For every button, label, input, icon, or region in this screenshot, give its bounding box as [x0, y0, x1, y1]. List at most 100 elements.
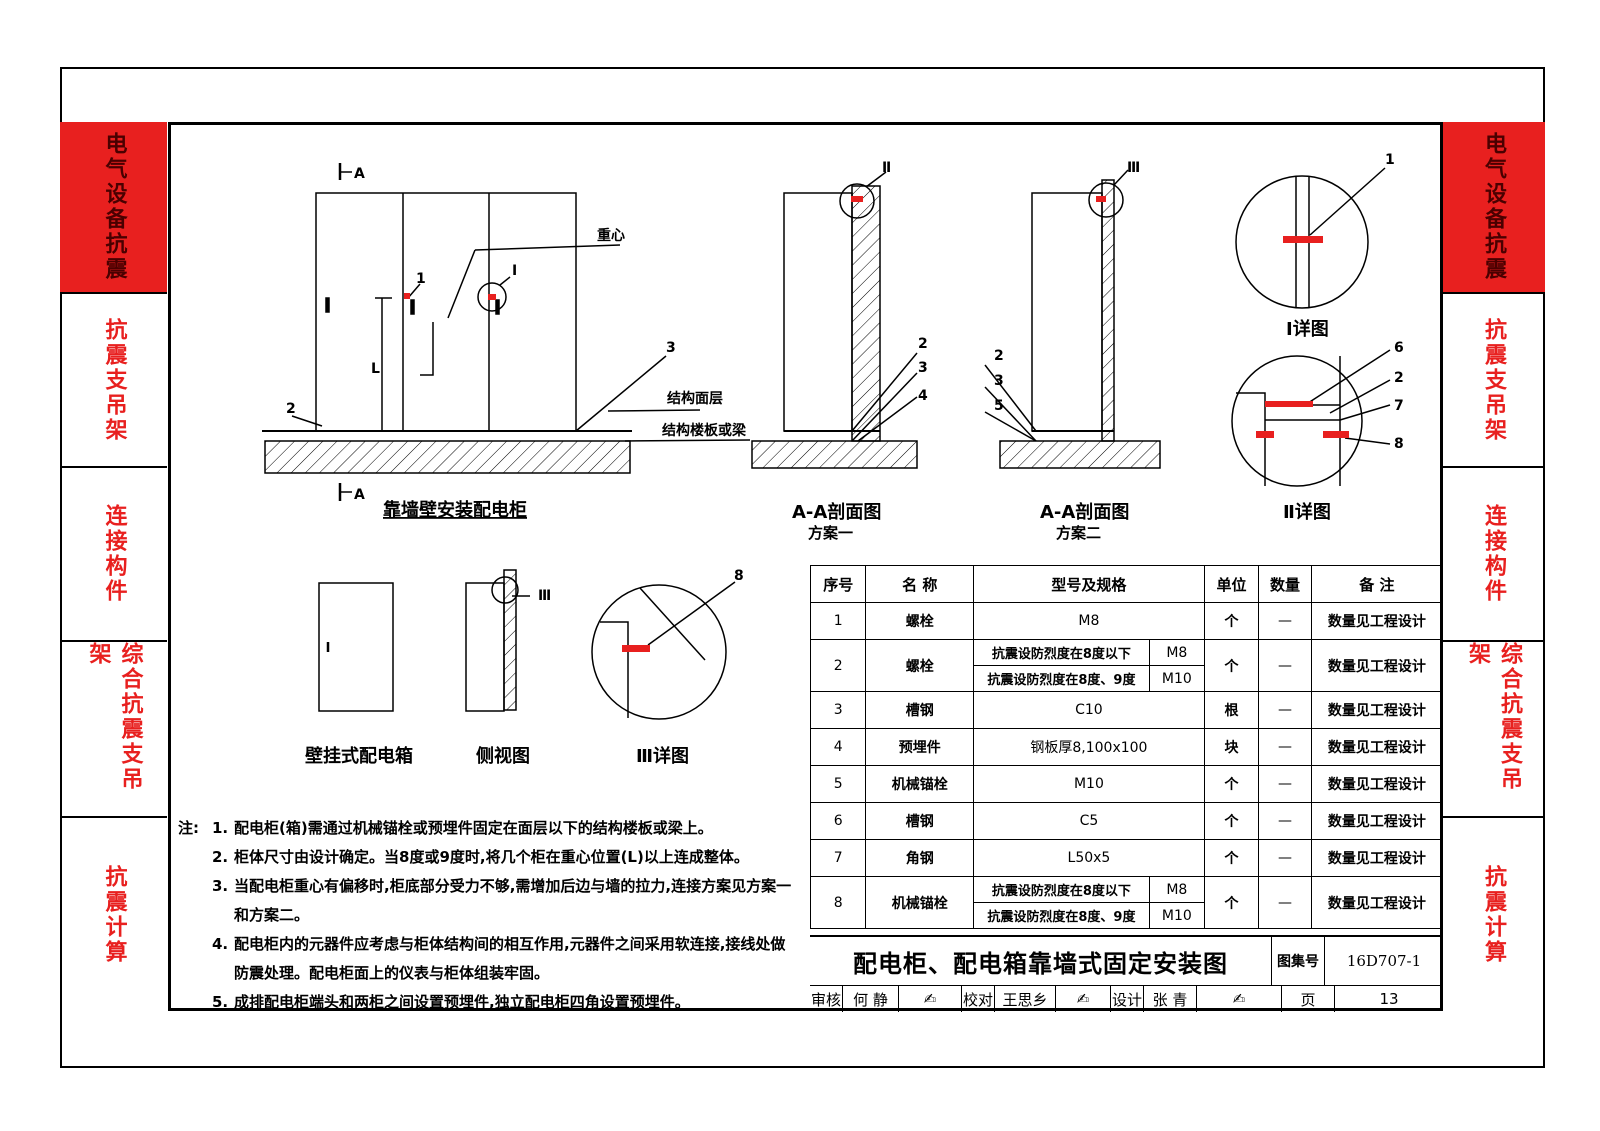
name-cell: 机械锚栓: [865, 765, 975, 803]
checker-signature: ✍: [1056, 986, 1111, 1012]
tab-calculation[interactable]: 抗震计算: [101, 864, 127, 965]
svg-text:I: I: [512, 263, 517, 279]
unit-cell: 个: [1203, 765, 1260, 803]
note-text: 配电柜(箱)需通过机械锚栓或预埋件固定在面层以下的结构楼板或梁上。: [234, 819, 713, 837]
page-number: 13: [1379, 990, 1399, 1008]
section-aa-scheme1: [751, 171, 918, 469]
svg-text:侧视图: 侧视图: [476, 745, 530, 767]
svg-text:重心: 重心: [597, 227, 625, 244]
svg-text:1: 1: [1385, 152, 1395, 168]
qty-cell: —: [1258, 602, 1312, 640]
note-cell: 数量见工程设计: [1310, 839, 1444, 877]
note-number: 1.: [212, 819, 229, 837]
svg-text:靠墙壁安装配电柜: 靠墙壁安装配电柜: [383, 499, 527, 521]
name-cell: 机械锚栓: [865, 876, 975, 929]
anchor-markers: [404, 196, 1349, 652]
spec-cell: M8: [973, 602, 1205, 640]
note-number: 3.: [212, 877, 229, 895]
detail-ii-view: [1231, 349, 1391, 487]
svg-text:3: 3: [994, 373, 1004, 389]
svg-text:结构面层: 结构面层: [667, 390, 723, 407]
unit-cell: 个: [1203, 802, 1260, 840]
note-item: 3. 当配电柜重心有偏移时,柜底部分受力不够,需增加后边与墙的拉力,连接方案见方案…: [212, 872, 798, 930]
check-label: 校对: [962, 986, 995, 1012]
name-cell: 预埋件: [865, 728, 975, 766]
svg-text:L: L: [371, 361, 380, 377]
note-text: 当配电柜重心有偏移时,柜底部分受力不够,需增加后边与墙的拉力,连接方案见方案一和…: [234, 877, 792, 924]
wall-box-view: [318, 569, 530, 712]
table-header: 单位: [1203, 565, 1260, 603]
name-cell: 槽钢: [865, 802, 975, 840]
spec-size: M10: [1148, 903, 1204, 928]
notes: 注: 1.配电柜(箱)需通过机械锚栓或预埋件固定在面层以下的结构楼板或梁上。2.…: [178, 814, 798, 1017]
svg-text:Ⅲ详图: Ⅲ详图: [636, 745, 689, 767]
svg-text:1: 1: [416, 271, 426, 287]
note-item: 5.成排配电柜端头和两柜之间设置预埋件,独立配电柜四角设置预埋件。: [212, 988, 798, 1017]
spec-size: M8: [1148, 877, 1204, 902]
spec-cell: M10: [973, 765, 1205, 803]
note-item: 2.柜体尺寸由设计确定。当8度或9度时,将几个柜在重心位置(L)以上连成整体。: [212, 843, 798, 872]
tab-support-right[interactable]: 抗震支吊架: [1441, 294, 1545, 468]
right-sidebar: 电气设备抗震 抗震支吊架 连接构件 综合抗震支吊架 抗震计算: [1441, 122, 1545, 1011]
spec-condition: 抗震设防烈度在8度、9度: [987, 673, 1136, 688]
svg-text:A-A剖面图: A-A剖面图: [792, 501, 881, 523]
spec-condition: 抗震设防烈度在8度、9度: [987, 910, 1136, 925]
tab-combined-right[interactable]: 综合抗震支吊架: [1441, 642, 1545, 818]
tab-combined[interactable]: 综合抗震支吊架: [60, 642, 167, 818]
title-block: 配电柜、配电箱靠墙式固定安装图 图集号 16D707-1 审核 何 静 ✍ 校对…: [810, 935, 1443, 1012]
svg-text:6: 6: [1394, 340, 1404, 356]
tab-connection-right[interactable]: 连接构件: [1441, 468, 1545, 642]
table-header: 型号及规格: [973, 565, 1205, 603]
drawing-labels: A A 重心 1 I L 3 结构面层 结构楼板或梁 2 Ⅱ 2 3 4 Ⅲ 2…: [286, 152, 1404, 604]
note-cell: 数量见工程设计: [1310, 765, 1444, 803]
qty-cell: —: [1258, 728, 1312, 766]
designer-name: 张 青: [1144, 986, 1197, 1012]
svg-text:A: A: [354, 166, 365, 182]
qty-cell: —: [1258, 876, 1312, 929]
drawing-frame: [60, 67, 1545, 1068]
tab-equipment[interactable]: 电气设备抗震: [60, 122, 167, 294]
svg-text:2: 2: [286, 401, 296, 417]
note-cell: 数量见工程设计: [1310, 639, 1444, 692]
svg-text:5: 5: [994, 398, 1004, 414]
svg-text:A-A剖面图: A-A剖面图: [1040, 501, 1129, 523]
tab-equipment-right[interactable]: 电气设备抗震: [1441, 122, 1545, 294]
table-header: 备 注: [1310, 565, 1444, 603]
note-number: 4.: [212, 935, 229, 953]
table-header: 名 称: [865, 565, 975, 603]
name-cell: 角钢: [865, 839, 975, 877]
note-cell: 数量见工程设计: [1310, 876, 1444, 929]
spec-size: M10: [1148, 666, 1204, 691]
qty-cell: —: [1258, 802, 1312, 840]
no-cell: 1: [809, 602, 867, 640]
no-cell: 4: [809, 728, 867, 766]
tab-calculation-right[interactable]: 抗震计算: [1481, 864, 1506, 965]
unit-cell: 个: [1203, 839, 1260, 877]
page-label: 页: [1282, 986, 1335, 1012]
svg-text:3: 3: [918, 360, 928, 376]
review-label: 审核: [810, 986, 843, 1012]
qty-cell: —: [1258, 639, 1312, 692]
note-number: 5.: [212, 993, 229, 1011]
svg-text:8: 8: [734, 568, 744, 584]
spec-condition: 抗震设防烈度在8度以下: [991, 884, 1131, 899]
checker-name: 王思乡: [995, 986, 1056, 1012]
table-header: 数量: [1258, 565, 1312, 603]
svg-text:2: 2: [1394, 370, 1404, 386]
qty-cell: —: [1258, 765, 1312, 803]
unit-cell: 个: [1203, 639, 1260, 692]
unit-cell: 块: [1203, 728, 1260, 766]
detail-i-view: [1235, 167, 1386, 309]
reviewer-name: 何 静: [843, 986, 899, 1012]
tab-support[interactable]: 抗震支吊架: [60, 294, 167, 468]
svg-text:2: 2: [994, 348, 1004, 364]
svg-text:结构楼板或梁: 结构楼板或梁: [662, 422, 747, 439]
svg-text:A: A: [354, 487, 365, 503]
cabinet-elevation: [262, 163, 751, 501]
no-cell: 3: [809, 691, 867, 729]
note-cell: 数量见工程设计: [1310, 728, 1444, 766]
tab-connection[interactable]: 连接构件: [60, 468, 167, 642]
